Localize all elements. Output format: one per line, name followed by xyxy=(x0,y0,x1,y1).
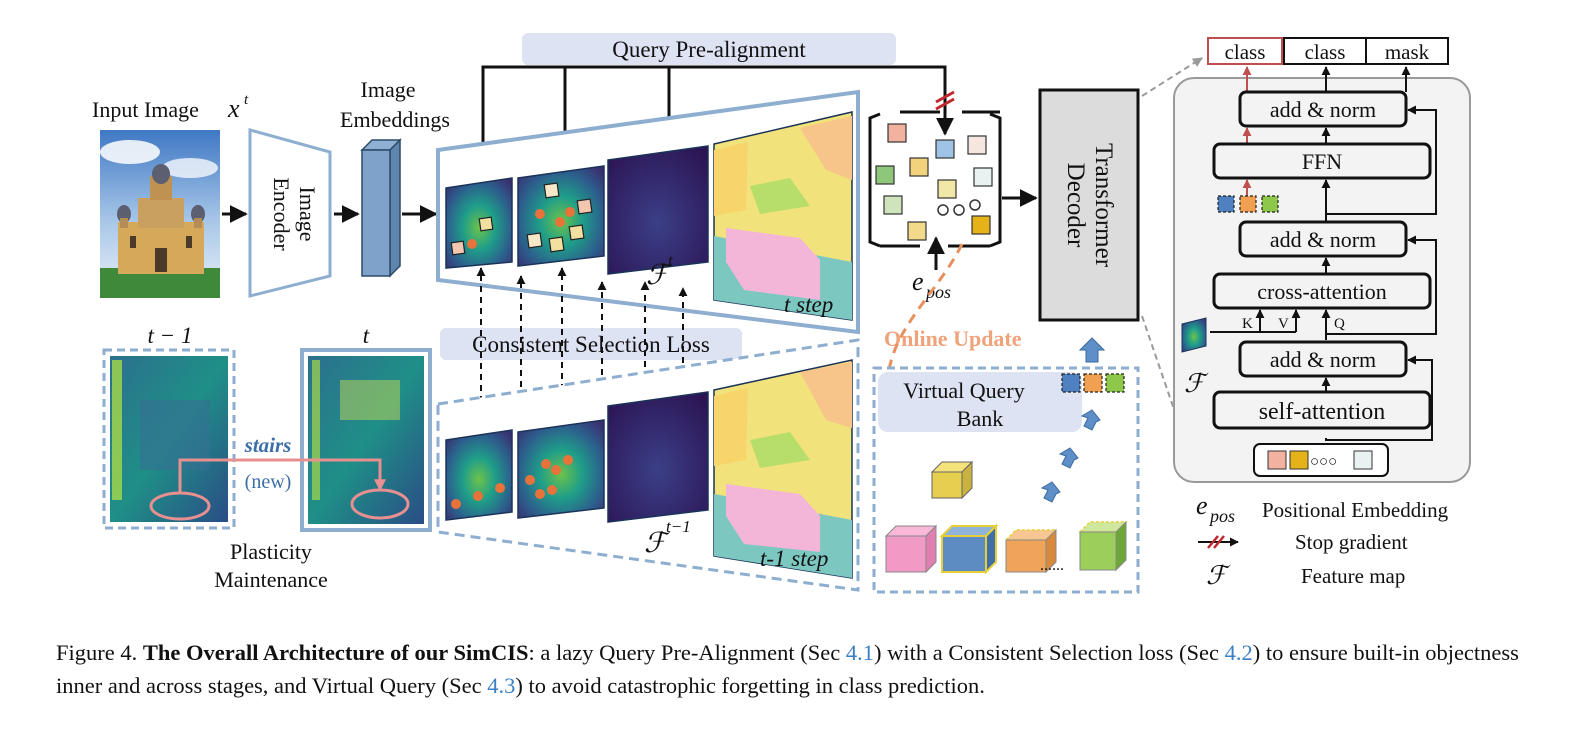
block-add-norm-3: add & norm xyxy=(1270,97,1376,122)
caption-text-4: ) to avoid catastrophic forgetting in cl… xyxy=(515,673,985,698)
image-encoder-label-2: Encoder xyxy=(269,177,294,251)
caption-ref-1[interactable]: 4.1 xyxy=(845,640,875,665)
attn-map-tm1-label: t − 1 xyxy=(148,323,193,348)
new-label: (new) xyxy=(245,471,292,493)
block-add-norm-1: add & norm xyxy=(1270,347,1376,372)
output-class-2: class xyxy=(1305,40,1346,64)
epos-label: e xyxy=(912,267,924,296)
input-image-var: x xyxy=(227,94,240,123)
t-step-panel: ℱ t t step xyxy=(436,89,860,335)
t-step-label: t step xyxy=(784,292,833,317)
decoder-detail: class class mask add & norm FFN add & no… xyxy=(1173,37,1471,483)
church-photo xyxy=(100,130,220,298)
feature-map-t1-3 xyxy=(607,391,709,523)
cube-blue xyxy=(939,523,999,575)
key-label: K xyxy=(1242,316,1253,332)
cube-pink xyxy=(884,524,938,574)
attn-map-t-label: t xyxy=(363,323,370,348)
image-embeddings-label-2: Embeddings xyxy=(340,107,450,132)
dots-label: ...... xyxy=(1040,557,1064,574)
queries-ellipsis: ○○○ xyxy=(1310,454,1337,470)
feature-map-t1-1 xyxy=(445,429,513,521)
cube-yellow xyxy=(930,460,974,500)
plasticity-label-2: Maintenance xyxy=(214,567,328,592)
caption-text-3: ) to ensure built-in objectness inner an… xyxy=(56,640,1519,698)
value-label: V xyxy=(1278,316,1289,332)
legend-epos-sub: pos xyxy=(1208,506,1235,526)
query-prealign-label: Query Pre-alignment xyxy=(612,37,806,62)
query-prealign-header: Query Pre-alignment xyxy=(522,33,896,65)
legend-epos-text: Positional Embedding xyxy=(1262,498,1449,522)
caption-ref-2[interactable]: 4.2 xyxy=(1224,640,1253,665)
stairs-label: stairs xyxy=(244,433,292,457)
block-cross-attention: cross-attention xyxy=(1257,279,1387,304)
vqb-label-1: Virtual Query xyxy=(903,378,1024,403)
epos-sub: pos xyxy=(924,282,951,302)
caption-prefix: Figure 4. xyxy=(56,640,138,665)
consistent-selection-label: Consistent Selection Loss xyxy=(472,332,710,357)
virtual-query-bank: Virtual Query Bank ...... xyxy=(872,366,1140,594)
feature-map-t-2 xyxy=(517,165,605,267)
image-encoder-label-1: Image xyxy=(295,187,320,242)
t1-step-panel: ℱ t−1 t-1 step xyxy=(436,338,860,592)
feature-map-t1-2 xyxy=(517,419,605,519)
cube-green xyxy=(1078,520,1128,572)
plasticity-label-1: Plasticity xyxy=(230,539,312,564)
block-ffn: FFN xyxy=(1302,149,1342,174)
architecture-diagram: Input Image x t Image Encoder Imag xyxy=(92,33,1471,594)
input-image-block: Input Image x t xyxy=(92,92,249,298)
update-arrows xyxy=(1040,337,1106,503)
legend-epos-symbol: e xyxy=(1196,491,1208,520)
figure-caption: Figure 4. The Overall Architecture of ou… xyxy=(56,636,1546,702)
online-update-label: Online Update xyxy=(884,326,1022,351)
input-image-label: Input Image xyxy=(92,97,199,122)
caption-ref-3[interactable]: 4.3 xyxy=(487,673,516,698)
stop-gradient-mark xyxy=(935,90,955,111)
segmentation-map-t xyxy=(713,111,853,321)
image-embeddings-label-1: Image xyxy=(361,77,416,102)
output-class-1: class xyxy=(1225,40,1266,64)
feat-t-sup: t xyxy=(668,251,674,270)
feature-map-t-3 xyxy=(607,145,709,275)
block-self-attention: self-attention xyxy=(1259,399,1386,425)
t1-step-label: t-1 step xyxy=(760,546,828,571)
query-set xyxy=(868,110,1002,248)
decoder-label-1: Transformer xyxy=(1090,143,1117,268)
transformer-decoder: Transformer Decoder xyxy=(1038,88,1140,322)
image-embeddings: Image Embeddings xyxy=(340,77,450,278)
caption-text-1: : a lazy Query Pre-Alignment (Sec xyxy=(528,640,846,665)
output-mask: mask xyxy=(1385,40,1430,64)
caption-text-2: ) with a Consistent Selection loss (Sec xyxy=(874,640,1225,665)
caption-title: The Overall Architecture of our SimCIS xyxy=(142,640,529,665)
cube-orange xyxy=(1004,528,1058,574)
image-encoder: Image Encoder xyxy=(248,128,332,298)
feature-map-t-1 xyxy=(445,177,513,269)
input-image-sup: t xyxy=(244,92,249,108)
query-label: Q xyxy=(1334,316,1345,332)
plasticity-block: t − 1 t stairs (new) Plasticity Maintena… xyxy=(102,323,432,592)
feat-t1-sup: t−1 xyxy=(666,517,691,536)
segmentation-map-t1 xyxy=(713,359,853,579)
block-add-norm-2: add & norm xyxy=(1270,227,1376,252)
legend: e pos Positional Embedding Stop gradient… xyxy=(1196,491,1449,590)
consistent-selection-header: Consistent Selection Loss xyxy=(440,328,742,360)
legend-feat-text: Feature map xyxy=(1301,564,1405,588)
legend-feat-symbol: ℱ xyxy=(1206,561,1231,590)
decoder-label-2: Decoder xyxy=(1062,163,1089,248)
vqb-label-2: Bank xyxy=(957,406,1003,431)
legend-stop-text: Stop gradient xyxy=(1295,530,1408,554)
